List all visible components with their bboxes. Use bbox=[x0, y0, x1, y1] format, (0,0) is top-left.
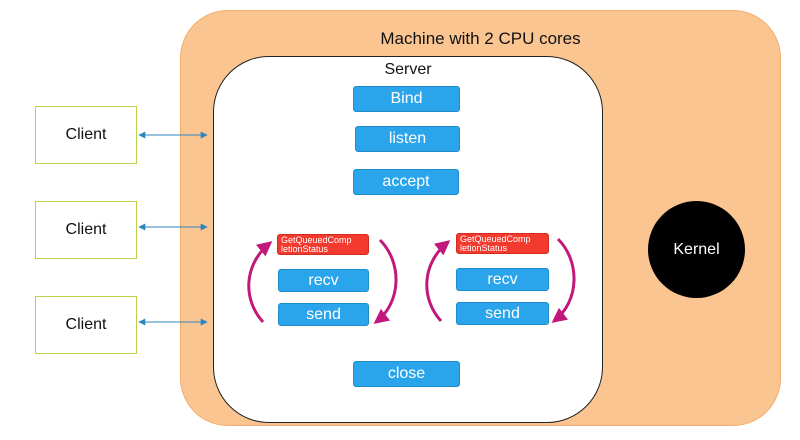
client-box-1: Client bbox=[35, 106, 137, 164]
client-box-3: Client bbox=[35, 296, 137, 354]
server-title: Server bbox=[384, 61, 432, 78]
client-box-2: Client bbox=[35, 201, 137, 259]
close-step: close bbox=[353, 361, 460, 387]
accept-step: accept bbox=[353, 169, 459, 195]
get-queued-completion-status-2: GetQueuedComp letionStatus bbox=[456, 233, 549, 254]
send-step-2: send bbox=[456, 302, 549, 325]
bind-step: Bind bbox=[353, 86, 460, 112]
recv-step-1: recv bbox=[278, 269, 369, 292]
recv-step-2: recv bbox=[456, 268, 549, 291]
curved-loop-arrow-icon bbox=[425, 240, 451, 323]
machine-title: Machine with 2 CPU cores bbox=[380, 29, 581, 48]
listen-step: listen bbox=[355, 126, 460, 152]
get-queued-completion-status-1: GetQueuedComp letionStatus bbox=[277, 234, 369, 255]
curved-loop-arrow-icon bbox=[551, 237, 576, 323]
kernel-circle: Kernel bbox=[648, 201, 745, 298]
send-step-1: send bbox=[278, 303, 369, 326]
curved-loop-arrow-icon bbox=[373, 238, 398, 324]
curved-loop-arrow-icon bbox=[247, 241, 273, 324]
